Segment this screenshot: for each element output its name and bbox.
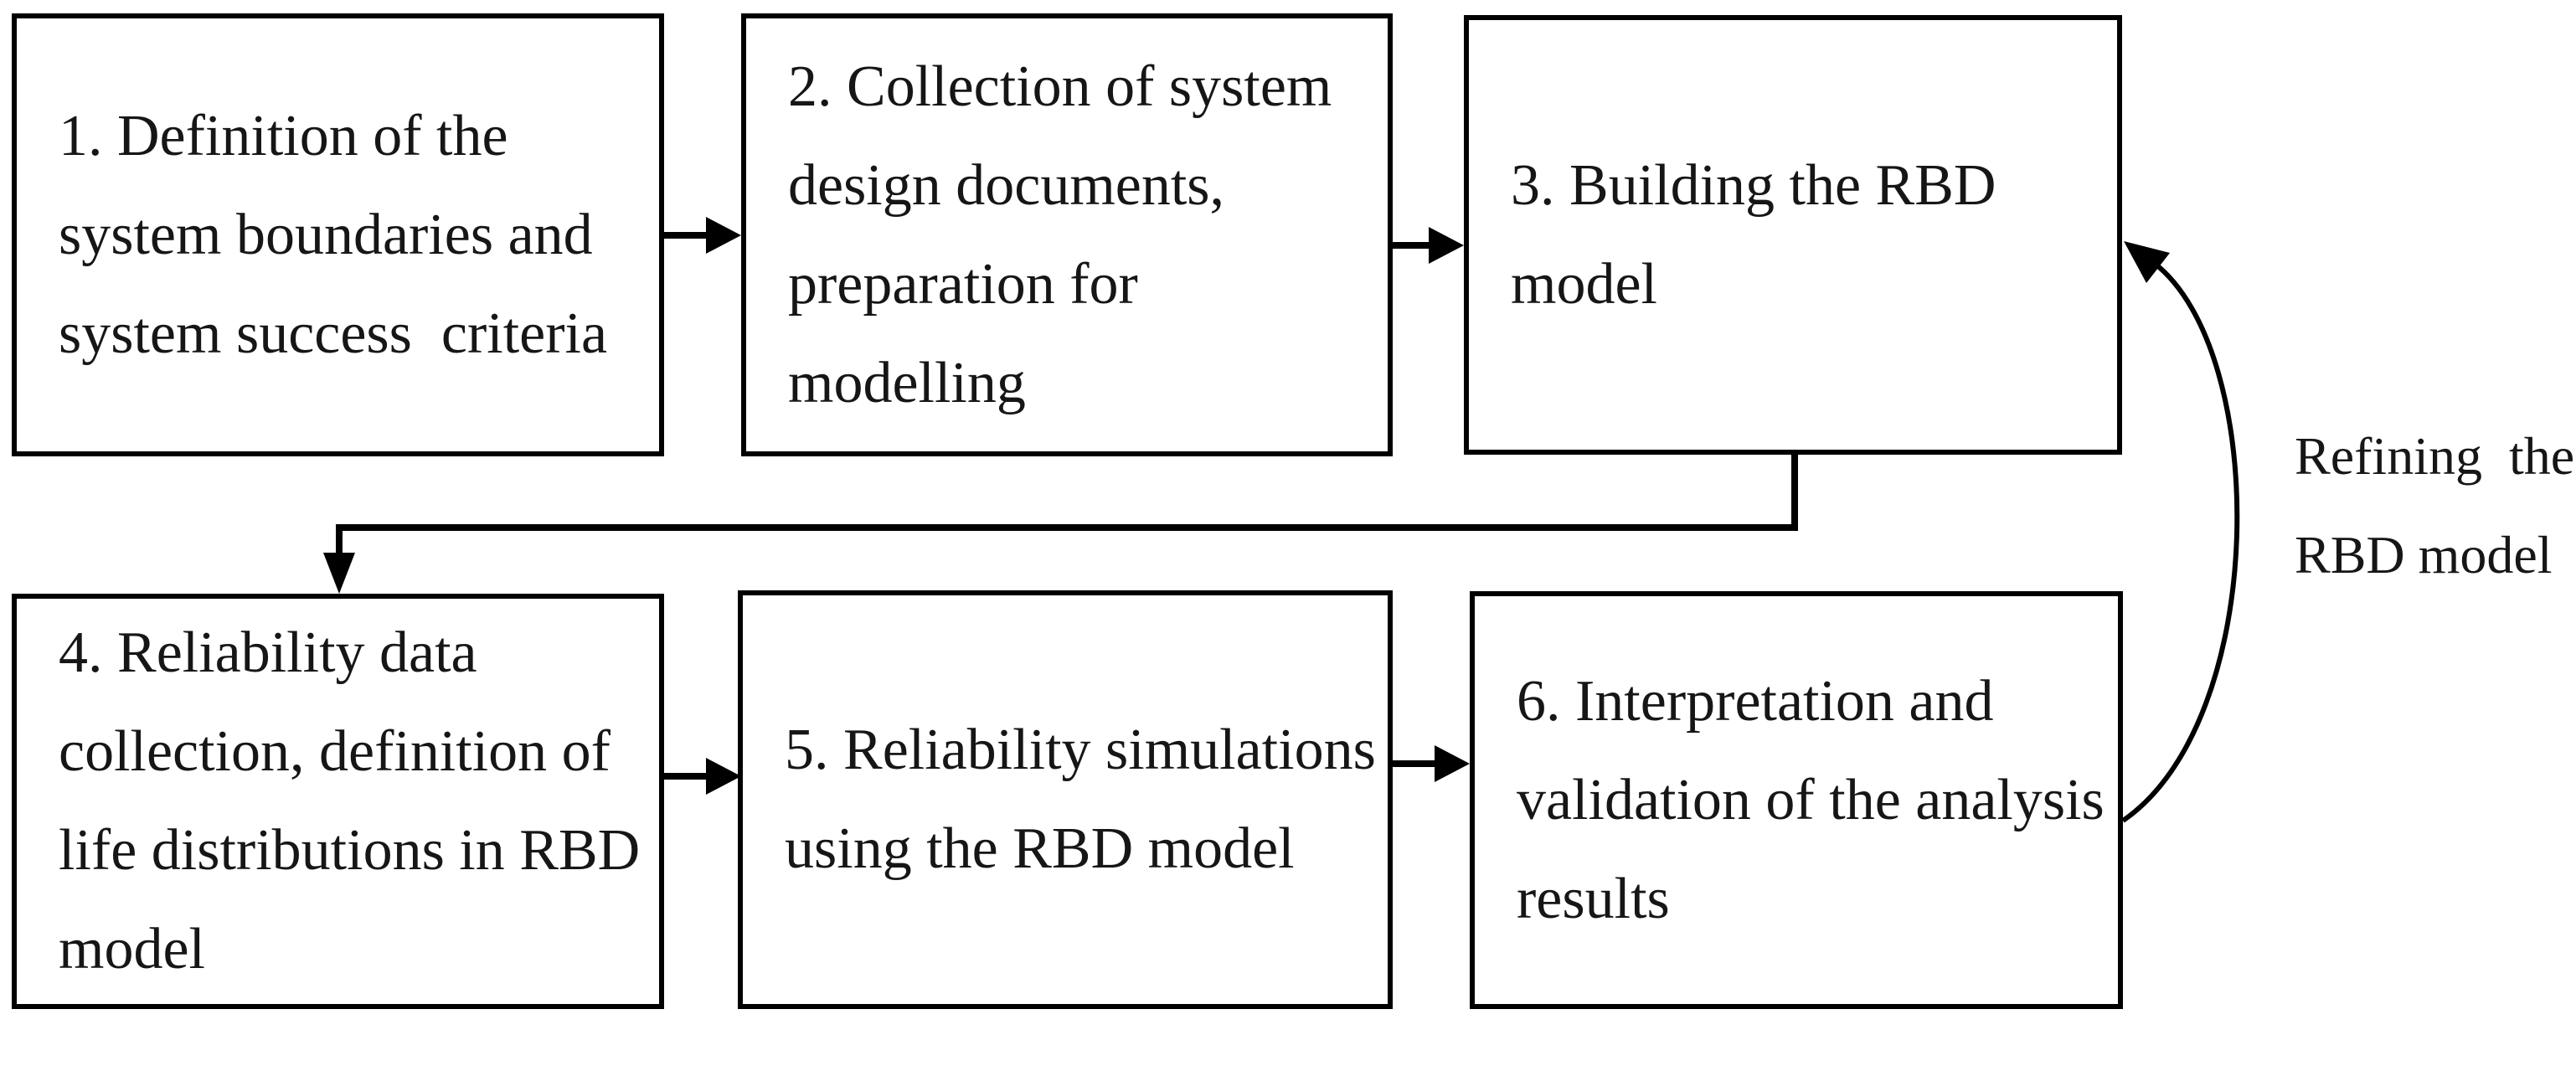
box-text-line: preparation for — [788, 251, 1138, 317]
box-text-line: 6. Interpretation and — [1517, 668, 1994, 734]
flow-box-5-simulations: 5. Reliability simulations using the RBD… — [738, 590, 1393, 1009]
box-text-line: 1. Definition of the — [59, 103, 508, 168]
elbow-3-4-head — [323, 553, 355, 594]
arrow-4-5-head — [706, 758, 741, 795]
box-text-line: model — [59, 917, 205, 981]
box-text-line: life distributions in RBD — [59, 818, 641, 883]
box-text-line: using the RBD model — [785, 816, 1295, 881]
arrow-2-3-head — [1429, 227, 1464, 264]
feedback-curve-6-3 — [2121, 260, 2240, 823]
box-text-line: system success criteria — [59, 301, 608, 366]
flow-box-4-reliability-data: 4. Reliability data collection, definiti… — [12, 594, 664, 1009]
refining-label-line: Refining the — [2295, 426, 2575, 486]
box-text-line: validation of the analysis — [1517, 767, 2105, 832]
box-text-line: design documents, — [788, 152, 1225, 218]
arrow-5-6-head — [1435, 745, 1470, 782]
box-text-line: model — [1511, 251, 1657, 317]
flow-box-6-interpretation: 6. Interpretation and validation of the … — [1470, 591, 2123, 1009]
box-text-line: 4. Reliability data — [59, 620, 477, 685]
box-text-line: system boundaries and — [59, 202, 593, 267]
feedback-curve-6-3-head — [2124, 241, 2170, 283]
refining-rbd-model-label: Refining the RBD model — [2295, 407, 2576, 605]
box-text-line: results — [1517, 866, 1670, 931]
box-text-line: modelling — [788, 350, 1026, 415]
box-text-line: 2. Collection of system — [788, 54, 1332, 119]
flow-box-3-building-rbd: 3. Building the RBD model — [1464, 15, 2122, 455]
box-text-line: 5. Reliability simulations — [785, 718, 1376, 782]
flow-box-1-definition: 1. Definition of the system boundaries a… — [12, 13, 664, 456]
box-text-line: 3. Building the RBD — [1511, 152, 1996, 218]
flow-box-2-collection: 2. Collection of system design documents… — [741, 13, 1393, 456]
elbow-3-4-line — [336, 452, 1798, 558]
box-text-line: collection, definition of — [59, 719, 611, 784]
refining-label-line: RBD model — [2295, 525, 2553, 584]
arrow-1-2-head — [706, 217, 741, 254]
